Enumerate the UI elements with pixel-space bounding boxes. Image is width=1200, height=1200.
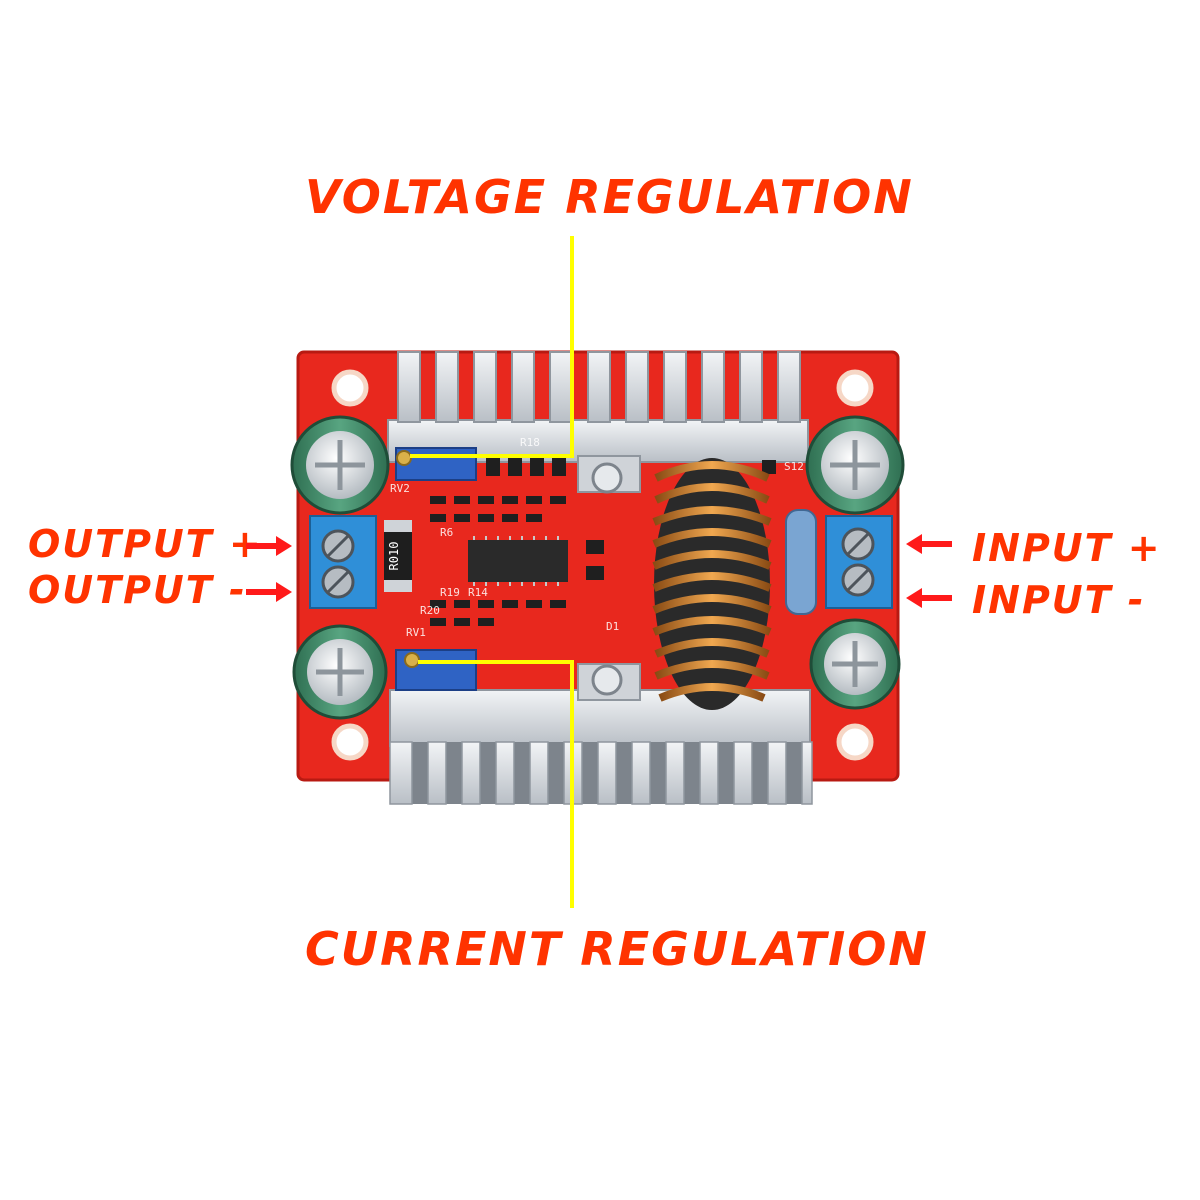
controller-ic: [468, 536, 568, 586]
silk-r20: R20: [420, 604, 440, 617]
resistor-code-text: R010: [387, 542, 401, 571]
capacitor-bottom-right: [809, 618, 901, 710]
current-leader-line: [418, 660, 574, 908]
input-minus-label: INPUT -: [972, 578, 1146, 622]
silk-s12: S12: [784, 460, 804, 473]
silk-rv1: RV1: [406, 626, 426, 639]
silk-r19: R19: [440, 586, 460, 599]
output-terminal-block: [309, 515, 377, 609]
silk-r14: R14: [468, 586, 488, 599]
transistor-screw-bottom: [577, 663, 641, 701]
fuse: [785, 509, 817, 615]
voltage-trim-potentiometer: [395, 447, 477, 481]
arrow-left-icon: [906, 534, 952, 554]
arrow-left-icon: [906, 588, 952, 608]
silk-d1: D1: [606, 620, 619, 633]
top-heatsink: [387, 351, 809, 463]
arrow-right-icon: [246, 582, 292, 602]
output-minus-label: OUTPUT -: [28, 568, 247, 612]
mounting-holes: [331, 369, 874, 761]
input-plus-label: INPUT +: [972, 526, 1162, 570]
voltage-leader-line: [410, 236, 574, 458]
capacitor-bottom-left: [292, 624, 388, 720]
capacitor-top-right: [805, 415, 905, 515]
arrow-right-icon: [246, 536, 292, 556]
silk-r18: R18: [520, 436, 540, 449]
output-plus-label: OUTPUT +: [28, 522, 263, 566]
toroid-inductor: [652, 458, 772, 710]
smd-components: [430, 456, 776, 626]
current-regulation-label: CURRENT REGULATION: [305, 922, 929, 976]
silk-rv2: RV2: [390, 482, 410, 495]
sense-resistor: R010: [384, 520, 412, 592]
bottom-heatsink: [389, 689, 813, 805]
voltage-regulation-label: VOLTAGE REGULATION: [305, 170, 914, 224]
input-terminal-block: [825, 515, 893, 609]
current-trim-potentiometer: [395, 649, 477, 691]
capacitor-top-left: [290, 415, 390, 515]
silk-r6: R6: [440, 526, 453, 539]
transistor-screw-top: [577, 455, 641, 494]
